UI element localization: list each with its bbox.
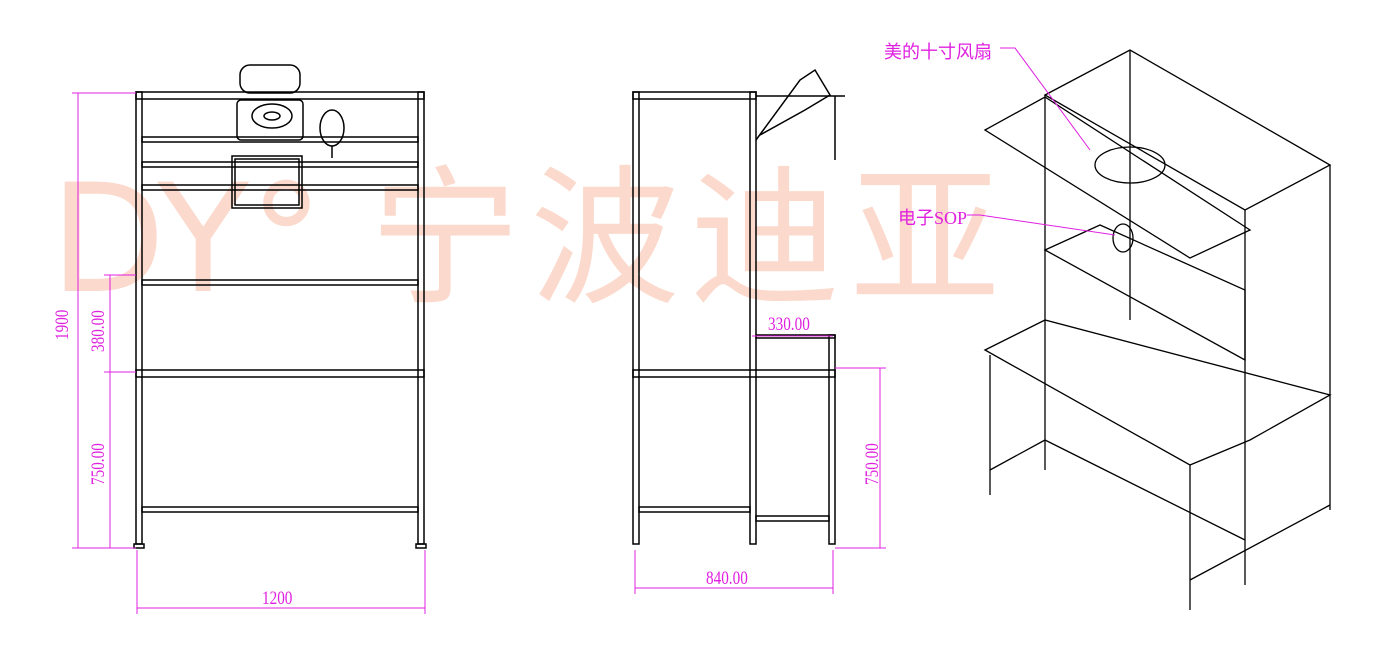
isometric-view: [983, 49, 1332, 610]
dim-shelf-depth: 330.00: [768, 314, 810, 335]
sop-holder-icon: [1112, 223, 1134, 253]
front-view: [133, 64, 427, 549]
dimension-lines: [72, 47, 1116, 614]
fan-icon: [236, 64, 304, 141]
dim-lower-height: 750.00: [88, 443, 109, 485]
fan-icon: [1094, 146, 1166, 184]
watermark-company: 宁波迪亚: [370, 153, 1011, 327]
dim-table-height: 750.00: [862, 443, 883, 485]
sop-label: 电子SOP: [898, 208, 968, 228]
dim-side-depth: 840.00: [706, 568, 748, 589]
dim-total-height: 1900: [52, 309, 73, 340]
side-view: [632, 68, 845, 545]
dim-front-width: 1200: [262, 588, 293, 609]
dim-upper-height: 380.00: [88, 310, 109, 352]
sop-holder-icon: [319, 109, 345, 158]
fan-label: 美的十寸风扇: [884, 42, 992, 62]
monitor-icon: [231, 155, 303, 209]
